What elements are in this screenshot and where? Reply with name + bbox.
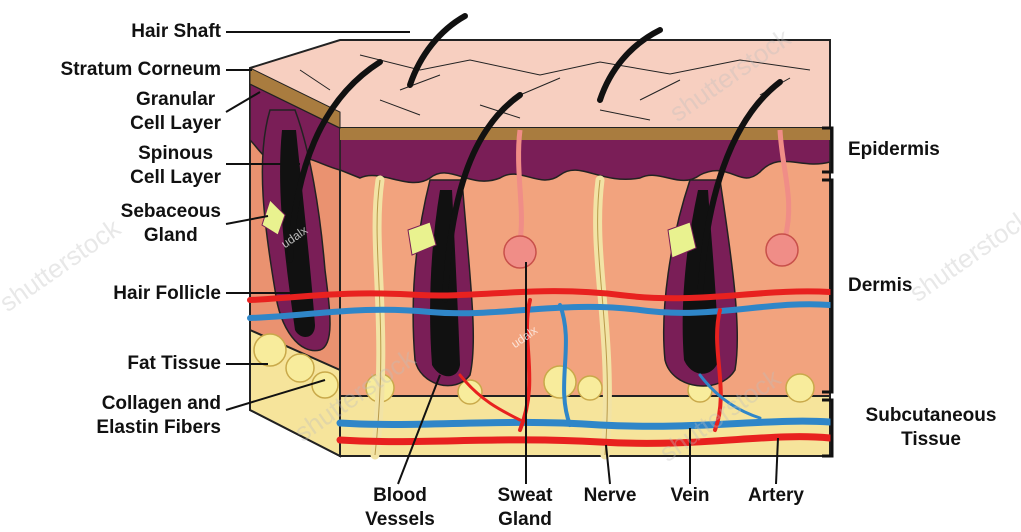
label-sebaceous-gland: Sebaceous Gland [121, 200, 221, 248]
label-spinous-cell-layer: Spinous Cell Layer [130, 142, 221, 190]
stratum-corneum-front [340, 128, 830, 140]
label-artery: Artery [735, 484, 817, 508]
label-collagen-elastin: Collagen and Elastin Fibers [96, 392, 221, 440]
label-fat-tissue: Fat Tissue [127, 352, 221, 376]
label-subcutaneous-tissue: Subcutaneous Tissue [846, 404, 1016, 452]
label-vein: Vein [660, 484, 720, 508]
label-stratum-corneum: Stratum Corneum [61, 58, 221, 82]
label-dermis: Dermis [848, 274, 912, 298]
label-nerve: Nerve [575, 484, 645, 508]
label-blood-vessels: Blood Vessels [355, 484, 445, 532]
label-granular-cell-layer: Granular Cell Layer [130, 88, 221, 136]
label-hair-shaft: Hair Shaft [131, 20, 221, 44]
label-hair-follicle: Hair Follicle [113, 282, 221, 306]
label-sweat-gland: Sweat Gland [485, 484, 565, 532]
label-epidermis: Epidermis [848, 138, 940, 162]
